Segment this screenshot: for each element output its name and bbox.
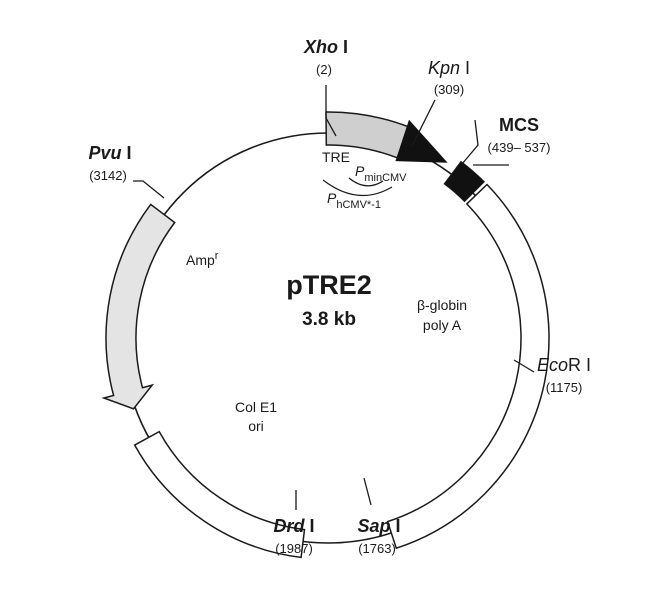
plasmid-name: pTRE2 xyxy=(286,270,372,300)
ecori-label: EcoR I xyxy=(537,355,591,375)
kpni-site-line xyxy=(411,99,436,147)
mcs-position: (439– 537) xyxy=(488,140,551,155)
drdi-label: Drd I xyxy=(273,516,314,536)
xhoi-site-line xyxy=(325,85,337,137)
cole1-label: Col E1 xyxy=(235,399,277,415)
xhoi-label: Xho I xyxy=(303,37,348,57)
ampr-label: Ampr xyxy=(186,250,219,268)
ampr-arrow xyxy=(101,203,176,410)
pmincmv-label: PminCMV xyxy=(355,163,407,184)
kpni-label: Kpn I xyxy=(428,58,470,78)
pvui-position: (3142) xyxy=(89,168,127,183)
sapi-position: (1763) xyxy=(358,541,396,556)
pmincmv-bracket xyxy=(348,177,384,187)
drdi-position: (1987) xyxy=(275,541,313,556)
mcs-label: MCS xyxy=(499,115,539,135)
plasmid-size: 3.8 kb xyxy=(302,309,356,330)
mcs-site-line-left xyxy=(461,119,479,165)
polya-label: poly A xyxy=(423,317,462,333)
cole1-ori-block xyxy=(133,430,306,559)
phcmv-bracket xyxy=(322,179,393,197)
ecori-position: (1175) xyxy=(546,380,583,395)
pmincmv-arrow xyxy=(395,119,448,163)
tre-label: TRE xyxy=(322,149,350,165)
beta-globin-label: β-globin xyxy=(417,297,467,313)
sapi-label: Sap I xyxy=(357,516,400,536)
ori-label: ori xyxy=(248,418,264,434)
sapi-site-line xyxy=(363,477,372,506)
ecori-site-line xyxy=(513,359,535,373)
pvui-label: Pvu I xyxy=(88,143,131,163)
xhoi-position: (2) xyxy=(316,62,332,77)
phcmv-label: PhCMV*-1 xyxy=(327,190,381,211)
mcs-block xyxy=(443,160,486,203)
beta-globin-polya-block xyxy=(386,183,550,550)
kpni-position: (309) xyxy=(434,82,464,97)
pvui-site-line xyxy=(133,180,165,199)
